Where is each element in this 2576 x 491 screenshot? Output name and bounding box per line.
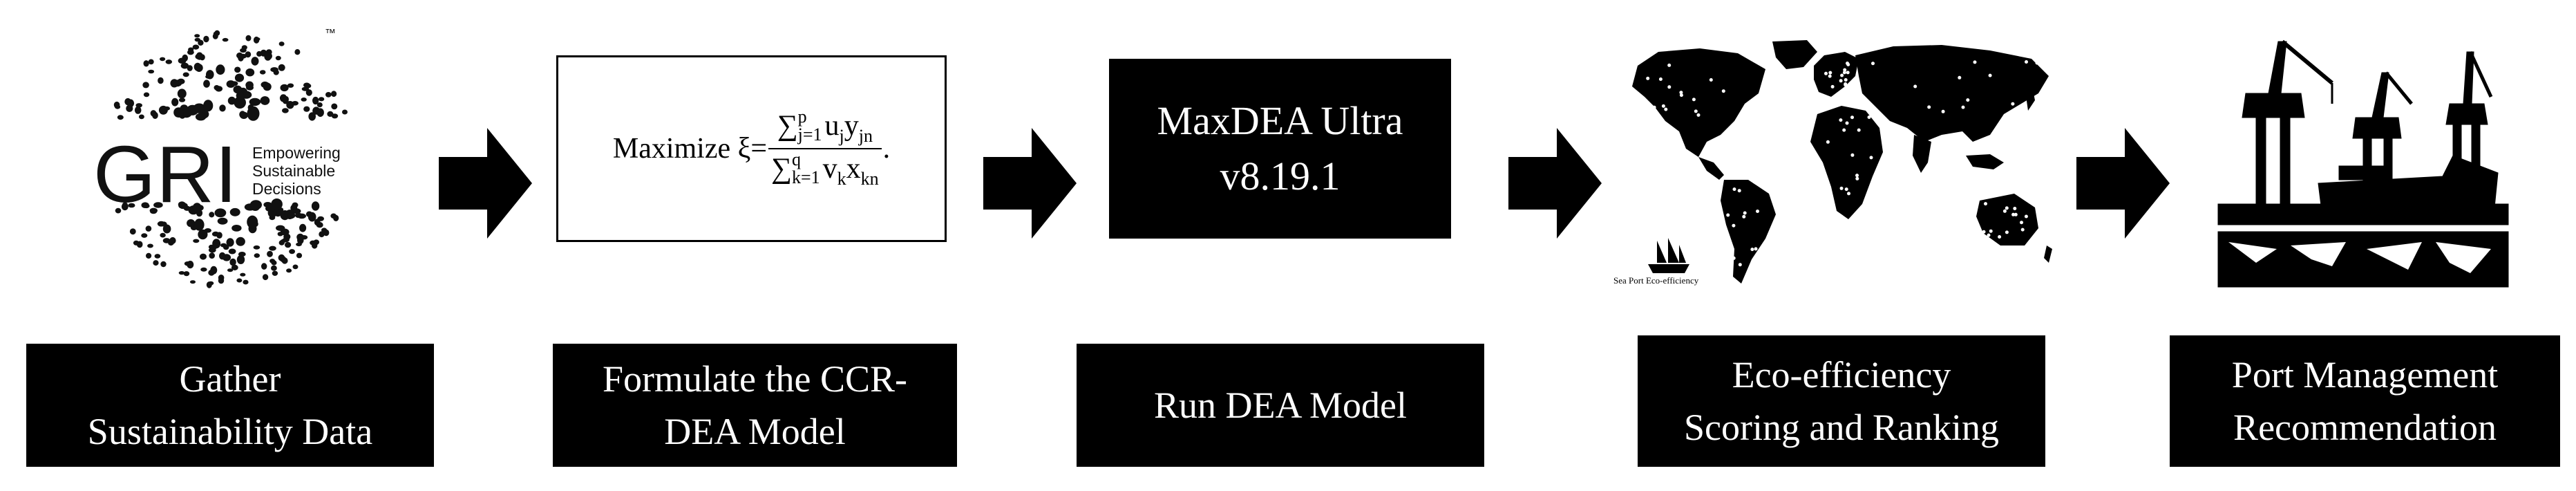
step-run-model: Run DEA Model: [1077, 344, 1484, 467]
arrow-right-icon: [1508, 128, 1602, 239]
trademark-symbol: ™: [325, 28, 336, 39]
software-box: MaxDEA Ultra v8.19.1: [1109, 59, 1451, 239]
gri-tagline: Empowering Sustainable Decisions: [252, 144, 341, 198]
arrow-right-icon: [983, 128, 1077, 239]
equation-lead: Maximize ξ=: [612, 133, 768, 165]
ship-icon: [1648, 238, 1689, 273]
world-map-icon: [1632, 40, 2052, 284]
gri-globe-icon: [113, 30, 348, 288]
arrow-right-icon: [2076, 128, 2170, 239]
software-name: MaxDEA Ultra: [1157, 98, 1403, 143]
port-cranes-icon: [2217, 39, 2509, 288]
map-caption: Sea Port Eco-efficiency: [1613, 275, 1699, 286]
gri-wordmark: GRI: [93, 129, 238, 219]
software-version: v8.19.1: [1220, 154, 1341, 198]
equation-tail: .: [882, 133, 891, 165]
arrow-right-icon: [439, 128, 532, 239]
step-formulate-model: Formulate the CCR-DEA Model: [553, 344, 957, 467]
